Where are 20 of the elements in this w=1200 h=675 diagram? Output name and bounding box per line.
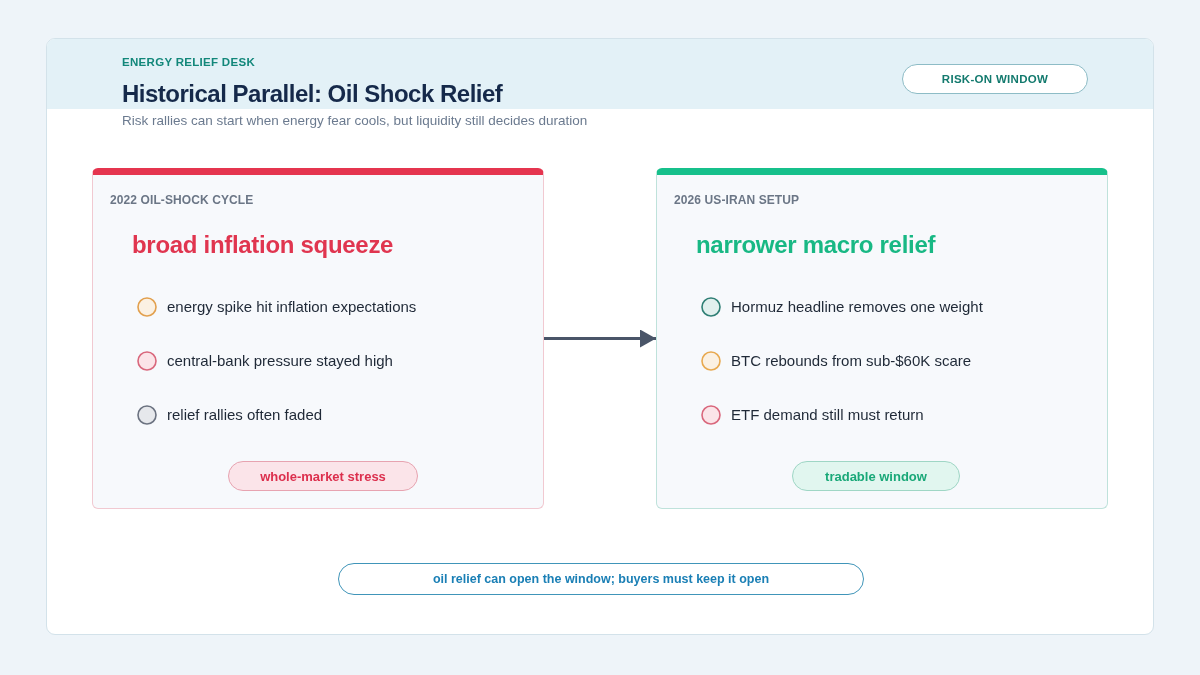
tag-pill: RISK-ON WINDOW <box>902 64 1088 94</box>
bullet-text: ETF demand still must return <box>731 406 924 423</box>
bullet-text: central-bank pressure stayed high <box>167 352 393 369</box>
bullet-text: relief rallies often faded <box>167 406 323 423</box>
bullet-text: Hormuz headline removes one weight <box>731 298 983 315</box>
tag-pill: whole-market stress <box>228 461 418 491</box>
card-headline: broad inflation squeeze <box>132 231 394 259</box>
subtitle: Risk rallies can start when energy fear cools, but liquidity still decides duration <box>122 113 588 128</box>
comparison-card <box>656 168 1108 509</box>
comparison-card <box>92 168 544 509</box>
bullet-text: BTC rebounds from sub-$60K scare <box>731 352 972 369</box>
tag-pill: oil relief can open the window; buyers must keep it open <box>338 563 864 595</box>
tag-pill: tradable window <box>792 461 960 491</box>
card-kicker: 2022 OIL-SHOCK CYCLE <box>110 193 254 207</box>
bullet-text: energy spike hit inflation expectations <box>167 298 417 315</box>
card-kicker: 2026 US-IRAN SETUP <box>674 193 800 207</box>
section-kicker: ENERGY RELIEF DESK <box>122 56 255 68</box>
arrow <box>544 329 656 348</box>
title: Historical Parallel: Oil Shock Relief <box>122 80 503 108</box>
card-headline: narrower macro relief <box>696 231 936 259</box>
